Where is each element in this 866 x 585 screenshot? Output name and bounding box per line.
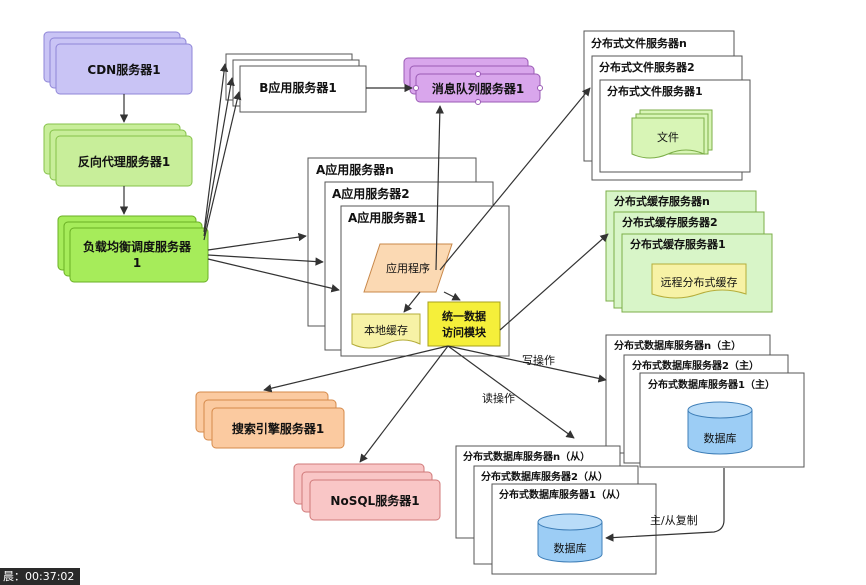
a-app-server-n-label: A应用服务器n <box>316 162 394 177</box>
arrow-master-slave-replication <box>605 468 725 542</box>
reverse-proxy-stack: 反向代理服务器1 <box>43 123 193 187</box>
load-balancer-label-2: 1 <box>133 256 141 270</box>
db-slave-cylinder <box>537 522 603 563</box>
cache-server-1-label: 分布式缓存服务器1 <box>630 237 726 251</box>
connector-arrows <box>119 63 725 542</box>
arrow-lb-to-a2 <box>207 254 324 266</box>
db-slave-n-label: 分布式数据库服务器n（从） <box>463 450 590 463</box>
nosql-stack: NoSQL服务器1 <box>293 463 441 521</box>
db-master-cylinder <box>687 410 753 455</box>
arrow-data-to-cache <box>499 233 609 331</box>
app-program-label: 应用程序 <box>386 261 430 275</box>
remote-cache-label: 远程分布式缓存 <box>661 275 738 289</box>
db-master-2-label: 分布式数据库服务器2（主） <box>632 359 759 372</box>
b-app-server-label: B应用服务器1 <box>259 80 337 95</box>
db-master-n-label: 分布式数据库服务器n（主） <box>614 339 741 352</box>
load-balancer-stack: 负载均衡调度服务器 1 <box>57 215 209 283</box>
a-app-server-2-label: A应用服务器2 <box>332 186 410 201</box>
video-timestamp-overlay: 晨：00:37:02 <box>0 568 81 585</box>
file-document-shape <box>631 117 705 159</box>
a-app-server-1-label: A应用服务器1 <box>348 210 426 225</box>
local-cache-shape <box>351 313 421 349</box>
file-server-1-label: 分布式文件服务器1 <box>607 84 703 98</box>
remote-cache-shape <box>651 263 747 299</box>
message-queue-label: 消息队列服务器1 <box>432 81 524 96</box>
db-master-label: 数据库 <box>704 431 737 445</box>
arrow-app-to-mq <box>435 105 445 271</box>
arrow-lb-to-an <box>207 232 307 251</box>
read-operation-label: 读操作 <box>482 391 515 405</box>
file-server-2-label: 分布式文件服务器2 <box>599 60 695 74</box>
data-access-label-2: 访问模块 <box>442 325 487 339</box>
cache-server-n-label: 分布式缓存服务器n <box>614 194 710 208</box>
app-program-shape <box>363 243 453 293</box>
data-access-label-1: 统一数据 <box>442 309 486 323</box>
arrow-app-to-local-cache <box>403 291 421 313</box>
load-balancer-label-1: 负载均衡调度服务器 <box>83 239 192 254</box>
replication-label: 主/从复制 <box>650 513 698 527</box>
search-engine-stack: 搜索引擎服务器1 <box>195 391 345 449</box>
b-app-server-stack: B应用服务器1 <box>225 53 367 113</box>
cdn-server-label: CDN服务器1 <box>87 62 160 77</box>
arrow-lb-to-b3 <box>203 91 242 241</box>
search-engine-label: 搜索引擎服务器1 <box>232 421 324 436</box>
arrow-data-to-search <box>263 345 449 393</box>
data-access-module <box>427 301 501 347</box>
db-master-1-label: 分布式数据库服务器1（主） <box>648 378 775 391</box>
arrow-lb-to-b2 <box>203 77 235 237</box>
db-master-stack: 分布式数据库服务器n（主） 分布式数据库服务器2（主） 分布式数据库服务器1（主… <box>605 334 805 468</box>
local-cache-label: 本地缓存 <box>364 323 408 337</box>
db-slave-1-label: 分布式数据库服务器1（从） <box>499 488 626 501</box>
cache-server-2-label: 分布式缓存服务器2 <box>622 215 718 229</box>
cdn-server-stack: CDN服务器1 <box>43 31 193 95</box>
message-queue-stack: 消息队列服务器1 <box>403 57 543 105</box>
file-server-stack: 分布式文件服务器n 分布式文件服务器2 分布式文件服务器1 文件 <box>583 30 751 181</box>
reverse-proxy-label: 反向代理服务器1 <box>78 154 170 169</box>
nosql-label: NoSQL服务器1 <box>330 493 419 508</box>
file-server-n-label: 分布式文件服务器n <box>591 36 687 50</box>
db-slave-label: 数据库 <box>554 541 587 555</box>
write-operation-label: 写操作 <box>522 353 555 367</box>
arrow-app-to-data-access <box>443 291 461 301</box>
arrow-write-to-master <box>447 345 607 383</box>
db-slave-2-label: 分布式数据库服务器2（从） <box>481 470 608 483</box>
arrow-lb-to-a1 <box>207 258 340 293</box>
db-slave-stack: 分布式数据库服务器n（从） 分布式数据库服务器2（从） 分布式数据库服务器1（从… <box>455 445 657 575</box>
arrow-data-to-nosql <box>359 345 449 463</box>
a-app-server-stack: A应用服务器n A应用服务器2 A应用服务器1 应用程序 本地缓存 统一数据 访… <box>307 157 510 357</box>
arrow-app-to-file <box>439 87 591 271</box>
file-label: 文件 <box>657 130 679 144</box>
arrow-lb-to-b1 <box>203 63 229 233</box>
arrow-read-to-slave <box>447 345 575 439</box>
cache-server-stack: 分布式缓存服务器n 分布式缓存服务器2 分布式缓存服务器1 远程分布式缓存 <box>605 190 773 313</box>
